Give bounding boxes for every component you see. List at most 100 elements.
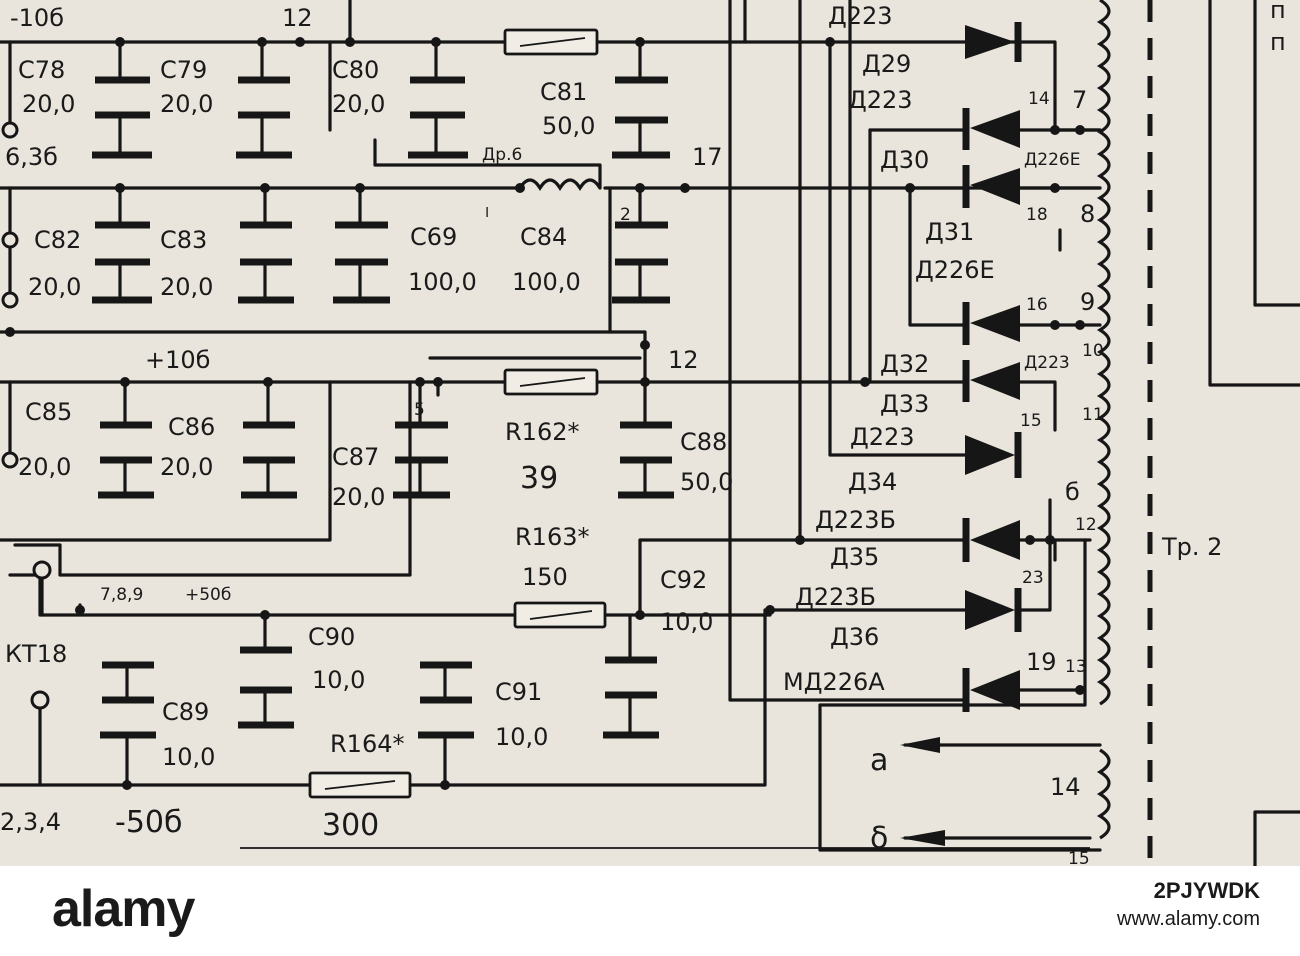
label-c86: C86 (168, 413, 215, 441)
watermark-id: 2PJYWDK www.alamy.com (1117, 878, 1260, 931)
label-c82: C82 (34, 226, 81, 254)
label-c87: C87 (332, 443, 379, 471)
label-c92: C92 (660, 566, 707, 594)
label-c78-value: 20,0 (22, 90, 75, 118)
label-d223-a: Д223 (828, 2, 893, 30)
label-c84: C84 (520, 223, 567, 251)
label-n11: 11 (1082, 405, 1104, 425)
label-d33: Д33 (880, 390, 929, 418)
label-d29: Д29 (862, 50, 911, 78)
label-d35: Д35 (830, 543, 879, 571)
label-kt18: КТ18 (5, 640, 67, 668)
label-c80: C80 (332, 56, 379, 84)
capacitors (92, 76, 674, 739)
label-r162: R162* (505, 418, 579, 446)
label-c78: C78 (18, 56, 65, 84)
label-v-neg50: -50б (115, 805, 183, 840)
label-n23: 23 (1022, 568, 1044, 588)
label-c92-value: 10,0 (660, 608, 713, 636)
label-n14b: 14 (1050, 773, 1081, 801)
transformer-tr2 (1096, 0, 1153, 866)
label-n15: 15 (1020, 411, 1042, 431)
label-dr6: Др.6 (482, 145, 522, 165)
label-c69: C69 (410, 223, 457, 251)
label-c83: C83 (160, 226, 207, 254)
label-d30: Д30 (880, 146, 929, 174)
diodes (962, 22, 1022, 712)
label-n-d: δ (870, 821, 888, 856)
label-c85: C85 (25, 398, 72, 426)
label-c79: C79 (160, 56, 207, 84)
label-c84-value: 100,0 (512, 268, 581, 296)
label-n13: 13 (1065, 657, 1087, 677)
label-n10: 10 (1082, 341, 1104, 361)
label-n19: 19 (1026, 648, 1057, 676)
label-c89-value: 10,0 (162, 743, 215, 771)
label-n-b: б (1065, 478, 1080, 506)
label-c80-value: 20,0 (332, 90, 385, 118)
label-c87-value: 20,0 (332, 483, 385, 511)
label-r163: R163* (515, 523, 589, 551)
circuit-schematic: -10б 12 C78 20,0 C79 20,0 6,3б C80 20,0 … (0, 0, 1300, 866)
label-c69-mark: ˡ (485, 203, 489, 231)
resistors (308, 28, 607, 799)
label-n12-top: 12 (282, 4, 313, 32)
label-n-p2: п (1270, 28, 1286, 56)
label-c91: C91 (495, 678, 542, 706)
label-c89: C89 (162, 698, 209, 726)
label-v-neg10: -10б (10, 4, 64, 32)
label-n12-mid: 12 (668, 346, 699, 374)
junctions (1, 37, 1085, 790)
label-c81: C81 (540, 78, 587, 106)
image-id: 2PJYWDK (1153, 878, 1260, 903)
label-ma226a: МД226А (783, 668, 885, 696)
component-labels: -10б 12 C78 20,0 C79 20,0 6,3б C80 20,0 … (0, 0, 1286, 866)
label-d223-d: Д223 (850, 423, 915, 451)
label-n-p1: п (1270, 0, 1286, 24)
label-d226e-a: Д226Е (1024, 150, 1080, 170)
label-d223b-a: Д223Б (815, 506, 896, 534)
label-n-a: a (870, 743, 888, 778)
label-v-pos50: +50б (185, 585, 231, 605)
label-d223-b: Д223 (848, 86, 913, 114)
label-v63: 6,3б (5, 143, 58, 171)
label-n7: 7 (1072, 86, 1087, 114)
label-c83-value: 20,0 (160, 273, 213, 301)
label-c86-value: 20,0 (160, 453, 213, 481)
label-c82-value: 20,0 (28, 273, 81, 301)
label-c90-value: 10,0 (312, 666, 365, 694)
label-c88-value: 50,0 (680, 468, 733, 496)
label-d226e-b: Д226Е (915, 256, 995, 284)
label-c90: C90 (308, 623, 355, 651)
label-c79-value: 20,0 (160, 90, 213, 118)
label-n12b: 12 (1075, 515, 1097, 535)
label-d36: Д36 (830, 623, 879, 651)
site-url: www.alamy.com (1117, 908, 1260, 930)
label-c81-value: 50,0 (542, 112, 595, 140)
label-tr2: Тр. 2 (1161, 533, 1222, 561)
label-n17: 17 (692, 143, 723, 171)
label-n16: 16 (1026, 295, 1048, 315)
label-r162-value: 39 (520, 461, 558, 496)
label-n14a: 14 (1028, 89, 1050, 109)
alamy-logo: alamy (52, 880, 195, 938)
label-n15b: 15 (1068, 849, 1090, 866)
label-c85-value: 20,0 (18, 453, 71, 481)
label-d34: Д34 (848, 468, 897, 496)
label-r164: R164* (330, 730, 404, 758)
label-d223b-b: Д223Б (795, 583, 876, 611)
label-r163-value: 150 (522, 563, 568, 591)
label-n18: 18 (1026, 205, 1048, 225)
label-n2: 2 (620, 205, 631, 225)
label-v-pos10: +10б (145, 346, 210, 374)
label-n5: 5 (414, 400, 425, 420)
label-d32: Д32 (880, 350, 929, 378)
label-d223-c: Д223 (1024, 353, 1070, 373)
watermark-bar (0, 866, 1300, 956)
label-n8: 8 (1080, 200, 1095, 228)
label-c91-value: 10,0 (495, 723, 548, 751)
label-n234: 2,3,4 (0, 808, 61, 836)
label-r164-value: 300 (322, 808, 379, 843)
label-n789: 7,8,9 (100, 585, 143, 605)
